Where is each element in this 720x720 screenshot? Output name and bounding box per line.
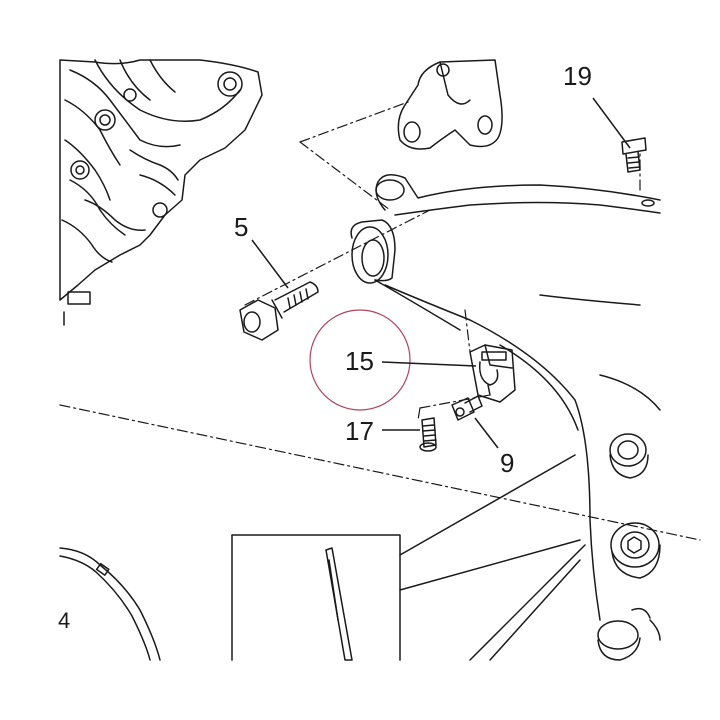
side-stand-arm: [350, 174, 661, 621]
frame-bosses: [597, 433, 661, 661]
zoom-rod: [325, 547, 353, 661]
label-19: 19: [563, 61, 592, 91]
engine-casing: [59, 59, 263, 326]
label-15: 15: [345, 346, 374, 376]
mount-bracket: [397, 59, 503, 150]
highlight-circle: [309, 309, 411, 411]
label-5: 5: [234, 212, 248, 242]
zoom-callout: [231, 454, 586, 661]
edge-mark-4: 4: [58, 608, 70, 633]
label-9: 9: [500, 448, 514, 478]
alignment-lines: [59, 101, 701, 541]
cable: [59, 547, 161, 661]
bolt-9: [451, 395, 483, 421]
switch-15: [469, 344, 516, 403]
screw-17: [419, 417, 437, 452]
bolt-19: [621, 137, 655, 207]
label-17: 17: [345, 416, 374, 446]
bolt-5: [239, 281, 319, 341]
leader-lines: [251, 97, 631, 449]
